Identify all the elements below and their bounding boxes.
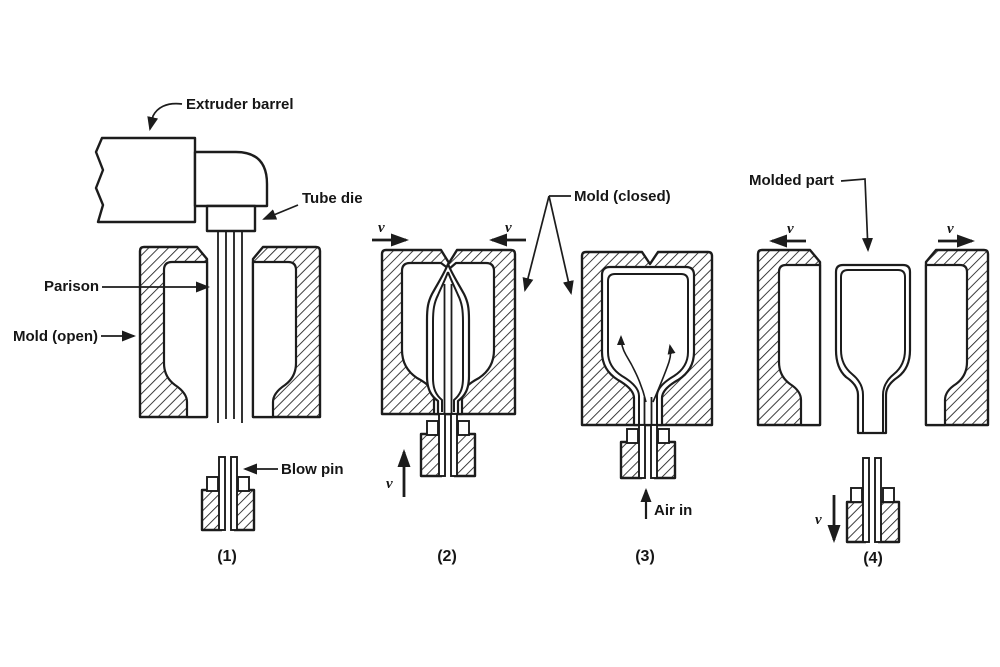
blow-pin-label: Blow pin bbox=[281, 461, 344, 478]
blow-pin-shape bbox=[230, 456, 238, 531]
extruder-barrel-label: Extruder barrel bbox=[186, 96, 294, 113]
parison-inner-wall bbox=[432, 271, 464, 412]
tube-die-shape bbox=[205, 204, 257, 233]
parison-pinched bbox=[425, 262, 471, 416]
blow-pin-unit-3 bbox=[619, 424, 677, 480]
mold-right-cavity bbox=[251, 260, 298, 419]
parison-label: Parison bbox=[44, 278, 99, 295]
stage-3-number: (3) bbox=[635, 548, 655, 565]
stage-1-number: (1) bbox=[217, 548, 237, 565]
molded-part-inner-wall bbox=[840, 269, 906, 433]
stage-2-assembly: v v v (2) bbox=[372, 220, 526, 565]
blow-pin-shape bbox=[450, 413, 458, 477]
blow-pin-unit-2 bbox=[419, 413, 477, 478]
velocity-label: v bbox=[505, 220, 512, 236]
velocity-label: v bbox=[815, 512, 822, 528]
stage-4-number: (4) bbox=[863, 550, 883, 567]
tube-die-leader bbox=[262, 204, 299, 220]
extruder-barrel-shape bbox=[94, 136, 197, 224]
blow-pin-shape bbox=[218, 456, 226, 531]
air-flow-arrow-left bbox=[617, 335, 647, 403]
callout-labels: Extruder barrel Tube die Parison Mold (o… bbox=[13, 96, 873, 478]
mold-left-cavity bbox=[162, 260, 209, 419]
blow-pin-shape bbox=[874, 457, 882, 543]
mold-left-cavity bbox=[777, 263, 822, 427]
blow-pin-unit-4 bbox=[845, 457, 901, 544]
blown-part-inner-wall bbox=[607, 273, 689, 425]
velocity-label: v bbox=[378, 220, 385, 236]
extruder-elbow-shape bbox=[193, 150, 269, 208]
mold-closed-leader-left bbox=[522, 195, 550, 292]
extruder-barrel-leader bbox=[147, 102, 183, 131]
stage-4-assembly: v v v (4) bbox=[756, 221, 990, 567]
velocity-label: v bbox=[386, 476, 393, 492]
stage-3-assembly: Air in (3) bbox=[580, 250, 714, 565]
air-in-label: Air in bbox=[654, 502, 692, 519]
stage-1-assembly: (1) bbox=[94, 136, 322, 565]
molded-part-outer bbox=[834, 263, 912, 435]
blow-pin-unit-1 bbox=[200, 456, 256, 532]
molded-part-label: Molded part bbox=[749, 172, 834, 189]
blow-pin-shape bbox=[638, 424, 646, 479]
blow-pin-shape bbox=[650, 424, 658, 479]
velocity-label: v bbox=[787, 221, 794, 237]
molded-part-leader bbox=[840, 178, 873, 252]
blow-pin-shape bbox=[438, 413, 446, 477]
tube-die-label: Tube die bbox=[302, 190, 363, 207]
blow-pin-shape bbox=[862, 457, 870, 543]
velocity-label: v bbox=[947, 221, 954, 237]
mold-closed-leader-right bbox=[548, 195, 574, 295]
mold-right-cavity bbox=[924, 263, 969, 427]
mold-closed-label: Mold (closed) bbox=[574, 188, 671, 205]
mold-open-label: Mold (open) bbox=[13, 328, 98, 345]
air-flow-arrow-right bbox=[652, 344, 676, 403]
blown-part-outer bbox=[600, 265, 696, 427]
parison-tube bbox=[217, 231, 243, 423]
stage-2-number: (2) bbox=[437, 548, 457, 565]
